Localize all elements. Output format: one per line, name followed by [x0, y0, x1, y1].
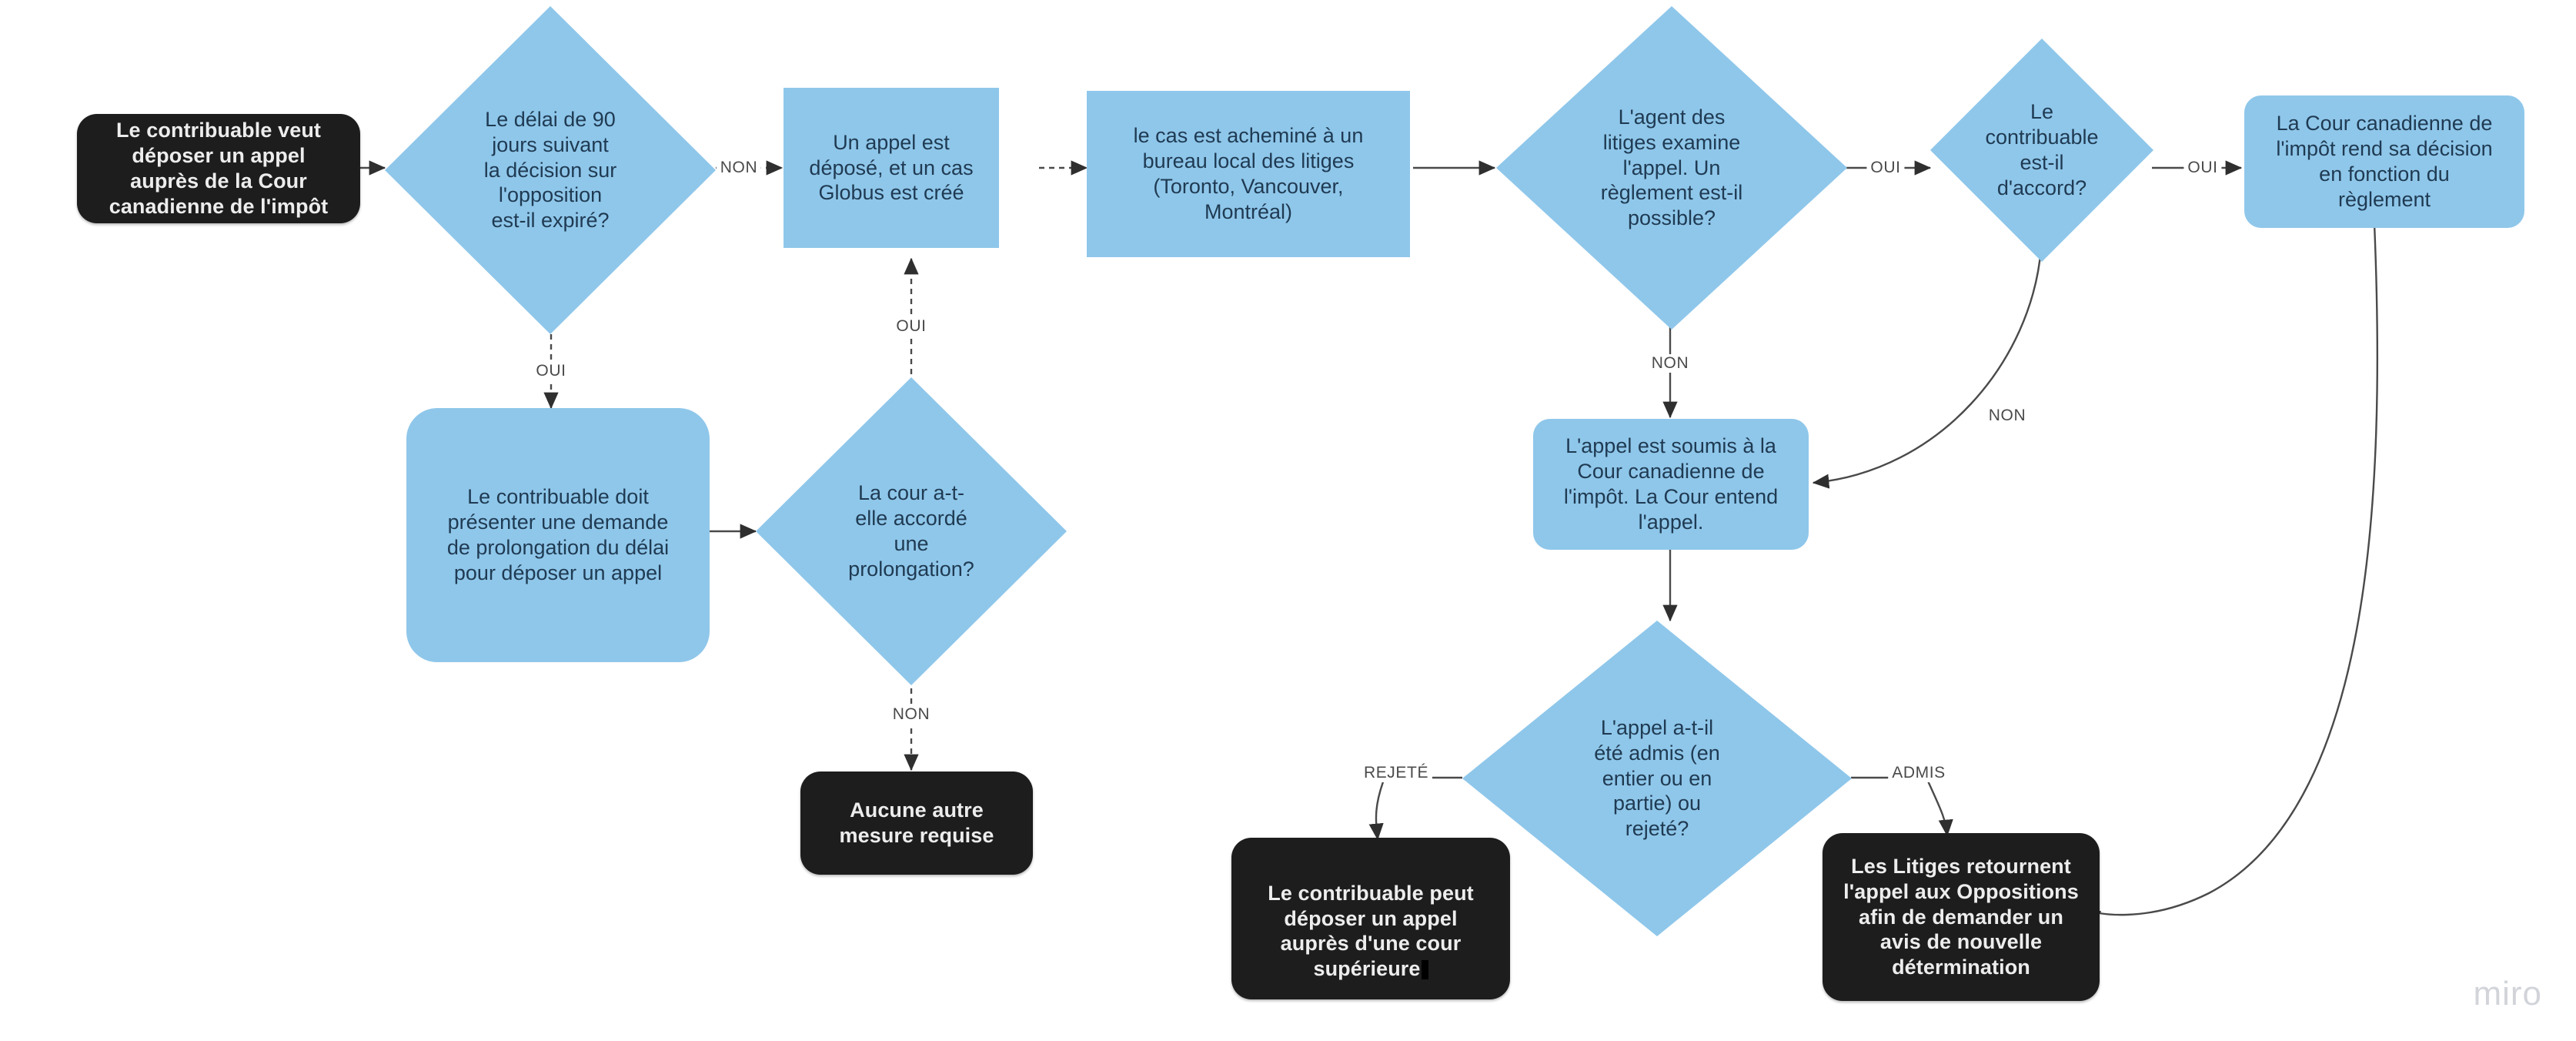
node-cour-decision[interactable]: La Cour canadienne de l'impôt rend sa dé…: [2244, 95, 2524, 228]
node-aucune-mesure[interactable]: Aucune autre mesure requise: [800, 772, 1033, 875]
node-start-label: Le contribuable veut déposer un appel au…: [109, 119, 329, 218]
node-demande-prolongation-label: Le contribuable doit présenter une deman…: [446, 485, 670, 584]
node-litiges-retournent[interactable]: Les Litiges retournent l'appel aux Oppos…: [1823, 833, 2100, 1001]
text-caret: [1421, 960, 1428, 980]
edge-label-admis: ADMIS: [1888, 764, 1950, 782]
node-start[interactable]: Le contribuable veut déposer un appel au…: [77, 114, 360, 223]
edge-admis-to-superieure: [1368, 777, 1386, 841]
node-delai-90-jours-label: Le délai de 90 jours suivant la décision…: [483, 107, 617, 233]
node-agent-litiges-label: L'agent des litiges examine l'appel. Un …: [1600, 105, 1743, 230]
node-bureau-local[interactable]: le cas est acheminé à un bureau local de…: [1087, 91, 1410, 257]
edge-label-rejete: REJETÉ: [1359, 764, 1433, 782]
edge-label-non-accord-to-soumis: NON: [1984, 407, 2030, 425]
edge-label-non-prolongation-to-aucune: NON: [888, 705, 934, 724]
node-appel-soumis-label: L'appel est soumis à la Cour canadienne …: [1563, 434, 1779, 534]
node-appel-admis[interactable]: L'appel a-t-il été admis (en entier ou e…: [1462, 621, 1852, 936]
node-cour-decision-label: La Cour canadienne de l'impôt rend sa dé…: [2276, 112, 2493, 211]
edge-label-oui-prolongation-to-appel: OUI: [892, 317, 931, 336]
edge-label-oui-agent-to-accord: OUI: [1866, 159, 1905, 177]
node-appel-soumis[interactable]: L'appel est soumis à la Cour canadienne …: [1533, 419, 1809, 550]
node-agent-litiges[interactable]: L'agent des litiges examine l'appel. Un …: [1496, 6, 1847, 330]
edge-cour-decision-to-litiges: [2083, 223, 2379, 924]
edge-label-non-agent-to-soumis: NON: [1647, 354, 1693, 373]
node-cour-prolongation[interactable]: La cour a-t- elle accordé une prolongati…: [756, 377, 1067, 685]
node-delai-90-jours[interactable]: Le délai de 90 jours suivant la décision…: [385, 6, 716, 334]
node-appel-depose[interactable]: Un appel est déposé, et un cas Globus es…: [783, 88, 999, 248]
node-bureau-local-label: le cas est acheminé à un bureau local de…: [1133, 124, 1364, 223]
edge-label-oui-delai-to-prolongation: OUI: [532, 362, 570, 380]
node-demande-prolongation[interactable]: Le contribuable doit présenter une deman…: [406, 408, 710, 662]
node-cour-superieure-label: Le contribuable peut déposer un appel au…: [1268, 881, 1474, 981]
edge-accord-to-soumis-curve: [1812, 247, 2043, 489]
edge-label-oui-accord-to-cour-decision: OUI: [2183, 159, 2222, 177]
node-cour-prolongation-label: La cour a-t- elle accordé une prolongati…: [848, 481, 974, 581]
node-appel-depose-label: Un appel est déposé, et un cas Globus es…: [809, 130, 974, 205]
node-appel-admis-label: L'appel a-t-il été admis (en entier ou e…: [1594, 715, 1720, 841]
edge-admis-to-litiges: [1925, 777, 1953, 837]
node-cour-superieure[interactable]: Le contribuable peut déposer un appel au…: [1231, 838, 1510, 999]
node-contribuable-accord[interactable]: Le contribuable est-il d'accord?: [1930, 38, 2153, 262]
edge-label-non-delai-to-appel: NON: [716, 159, 762, 177]
node-litiges-retournent-label: Les Litiges retournent l'appel aux Oppos…: [1843, 854, 2079, 979]
node-contribuable-accord-label: Le contribuable est-il d'accord?: [1985, 100, 2099, 199]
miro-watermark: miro: [2473, 975, 2542, 1013]
node-aucune-mesure-label: Aucune autre mesure requise: [839, 798, 994, 847]
